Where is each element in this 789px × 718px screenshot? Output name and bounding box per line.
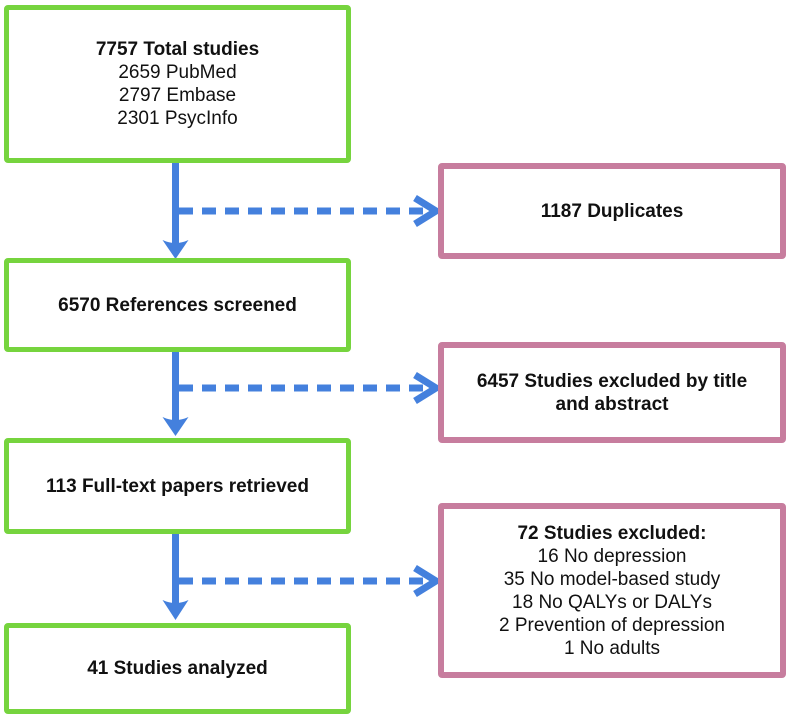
excluded-title-abstract-heading: 6457 Studies excluded by title and abstr… [476, 370, 748, 415]
excluded-fulltext-heading: 72 Studies excluded: [517, 522, 707, 544]
box-total-studies: 7757 Total studies 2659 PubMed 2797 Emba… [4, 5, 351, 163]
duplicates-heading: 1187 Duplicates [540, 200, 684, 222]
arrow-total-to-screened [162, 163, 189, 259]
box-studies-analyzed: 41 Studies analyzed [4, 623, 351, 714]
arrow-fulltext-to-excluded-72 [179, 565, 443, 597]
total-studies-psycinfo: 2301 PsycInfo [117, 108, 238, 129]
excluded-reason-no-qalys: 18 No QALYs or DALYs [512, 591, 712, 613]
excluded-reason-no-model: 35 No model-based study [503, 568, 721, 590]
total-studies-pubmed: 2659 PubMed [118, 62, 237, 83]
box-duplicates: 1187 Duplicates [438, 163, 786, 259]
excluded-reason-prevention: 2 Prevention of depression [498, 614, 726, 636]
arrow-screened-to-fulltext [162, 352, 189, 436]
arrow-total-to-duplicates [179, 195, 443, 227]
studies-analyzed-heading: 41 Studies analyzed [87, 658, 268, 679]
box-excluded-fulltext: 72 Studies excluded: 16 No depression 35… [438, 503, 786, 678]
box-references-screened: 6570 References screened [4, 258, 351, 352]
excluded-reason-no-depression: 16 No depression [537, 545, 687, 567]
arrow-fulltext-to-analyzed [162, 534, 189, 620]
fulltext-retrieved-heading: 113 Full-text papers retrieved [46, 475, 309, 497]
references-screened-heading: 6570 References screened [58, 294, 297, 316]
box-fulltext-retrieved: 113 Full-text papers retrieved [4, 438, 351, 534]
arrow-screened-to-excluded-ta [179, 372, 443, 404]
total-studies-embase: 2797 Embase [118, 85, 237, 106]
box-excluded-title-abstract: 6457 Studies excluded by title and abstr… [438, 342, 786, 443]
total-studies-heading: 7757 Total studies [95, 39, 260, 60]
excluded-reason-no-adults: 1 No adults [563, 637, 661, 659]
